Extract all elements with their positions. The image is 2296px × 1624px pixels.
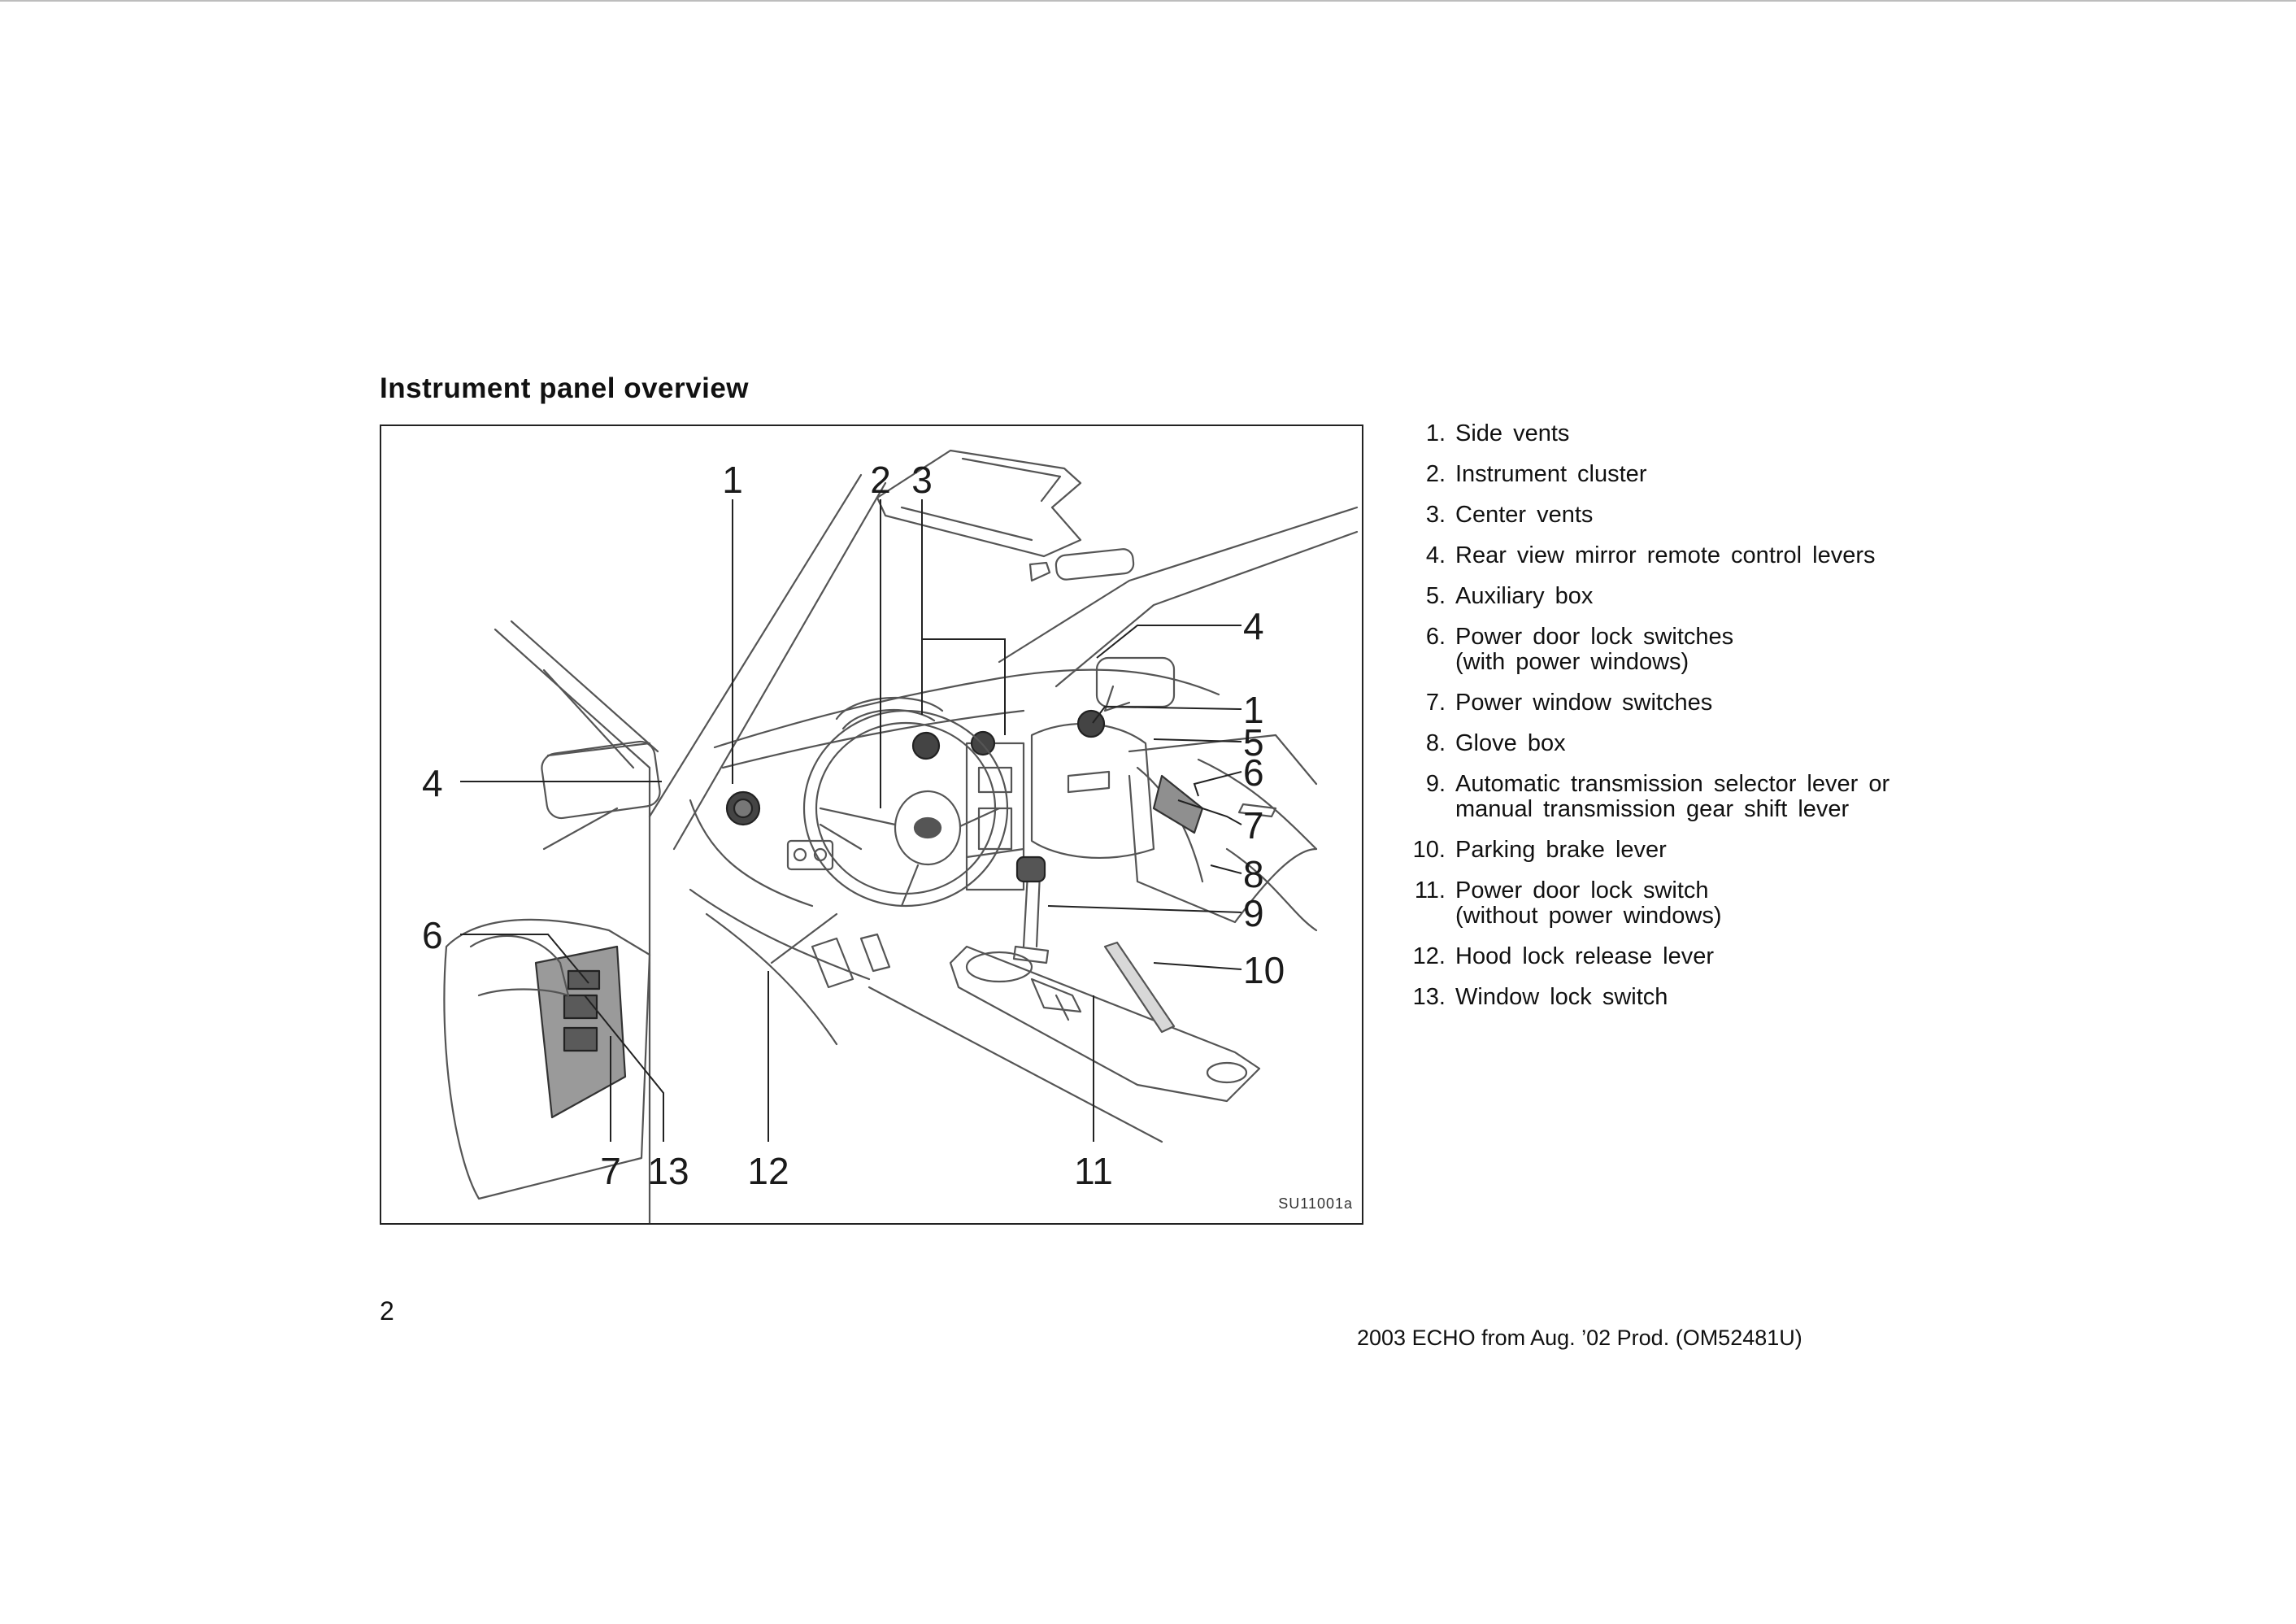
legend-label: Auxiliary box [1455, 583, 1594, 609]
legend-number: 13. [1412, 984, 1446, 1010]
legend-number: 5. [1425, 583, 1446, 609]
legend-number: 1. [1425, 420, 1446, 446]
legend-number: 11. [1414, 877, 1446, 903]
legend-label: Automatic transmission selector lever or… [1455, 771, 1890, 822]
callout-7-right: 7 [1243, 804, 1264, 847]
top-rule [0, 0, 2296, 2]
legend-item: 13. Window lock switch [1397, 985, 1966, 1010]
callout-2: 2 [870, 459, 891, 501]
legend-number: 9. [1425, 771, 1446, 797]
legend-item: 11. Power door lock switch (without power… [1397, 878, 1966, 929]
callout-1-left: 1 [722, 459, 743, 501]
callout-7-bottom: 7 [600, 1150, 621, 1192]
page-number: 2 [380, 1296, 394, 1326]
legend-item: 8. Glove box [1397, 731, 1966, 756]
callout-10: 10 [1243, 949, 1285, 991]
legend-item: 7. Power window switches [1397, 690, 1966, 716]
legend-item: 2. Instrument cluster [1397, 462, 1966, 487]
callout-13: 13 [647, 1150, 689, 1192]
legend-item: 4. Rear view mirror remote control levers [1397, 543, 1966, 568]
legend-label: Rear view mirror remote control levers [1455, 542, 1876, 568]
legend-number: 2. [1425, 461, 1446, 487]
callout-5: 5 [1243, 721, 1264, 764]
legend-number: 8. [1425, 730, 1446, 756]
legend-number: 12. [1412, 943, 1446, 969]
callout-1-right: 1 [1243, 689, 1264, 731]
callout-6-right: 6 [1243, 751, 1264, 794]
legend-item: 10. Parking brake lever [1397, 838, 1966, 863]
legend-number: 6. [1425, 624, 1446, 650]
callout-11: 11 [1074, 1150, 1113, 1192]
legend-item: 5. Auxiliary box [1397, 584, 1966, 609]
legend-label: Power window switches [1455, 690, 1713, 716]
callout-9: 9 [1243, 892, 1264, 934]
legend-label: Window lock switch [1455, 984, 1668, 1010]
legend-item: 6. Power door lock switches (with power w… [1397, 625, 1966, 675]
legend-item: 1. Side vents [1397, 421, 1966, 446]
legend-number: 4. [1425, 542, 1446, 568]
callout-8: 8 [1243, 853, 1264, 895]
legend-item: 12. Hood lock release lever [1397, 944, 1966, 969]
legend-label: Side vents [1455, 420, 1570, 446]
legend-item: 9. Automatic transmission selector lever … [1397, 772, 1966, 822]
legend-label: Parking brake lever [1455, 837, 1667, 863]
legend-item: 3. Center vents [1397, 503, 1966, 528]
callout-leader-lines [460, 499, 1242, 1142]
legend-number: 7. [1425, 690, 1446, 716]
callout-3: 3 [911, 459, 933, 501]
legend-label: Instrument cluster [1455, 461, 1647, 487]
legend-number: 3. [1425, 502, 1446, 528]
figure-code: SU11001a [1278, 1195, 1353, 1212]
callout-4-right: 4 [1243, 605, 1264, 647]
section-title: Instrument panel overview [380, 372, 750, 404]
car-interior-drawing: 1 2 3 4 1 5 6 7 8 9 10 4 6 7 13 12 11 SU… [422, 449, 1359, 1223]
legend-number: 10. [1412, 837, 1446, 863]
callout-12: 12 [747, 1150, 789, 1192]
legend-label: Hood lock release lever [1455, 943, 1715, 969]
callout-4-left: 4 [422, 762, 443, 804]
legend-label: Power door lock switches (with power win… [1455, 624, 1734, 675]
line-art [443, 449, 1359, 1223]
footer-edition: 2003 ECHO from Aug. ’02 Prod. (OM52481U) [1357, 1326, 1802, 1350]
parts-legend: 1. Side vents 2. Instrument cluster 3. Cent… [1397, 421, 1966, 1025]
legend-label: Glove box [1455, 730, 1566, 756]
legend-label: Center vents [1455, 502, 1594, 528]
instrument-panel-illustration: 1 2 3 4 1 5 6 7 8 9 10 4 6 7 13 12 11 SU… [380, 425, 1363, 1225]
callout-6-left: 6 [422, 914, 443, 956]
legend-label: Power door lock switch (without power wi… [1455, 877, 1722, 929]
